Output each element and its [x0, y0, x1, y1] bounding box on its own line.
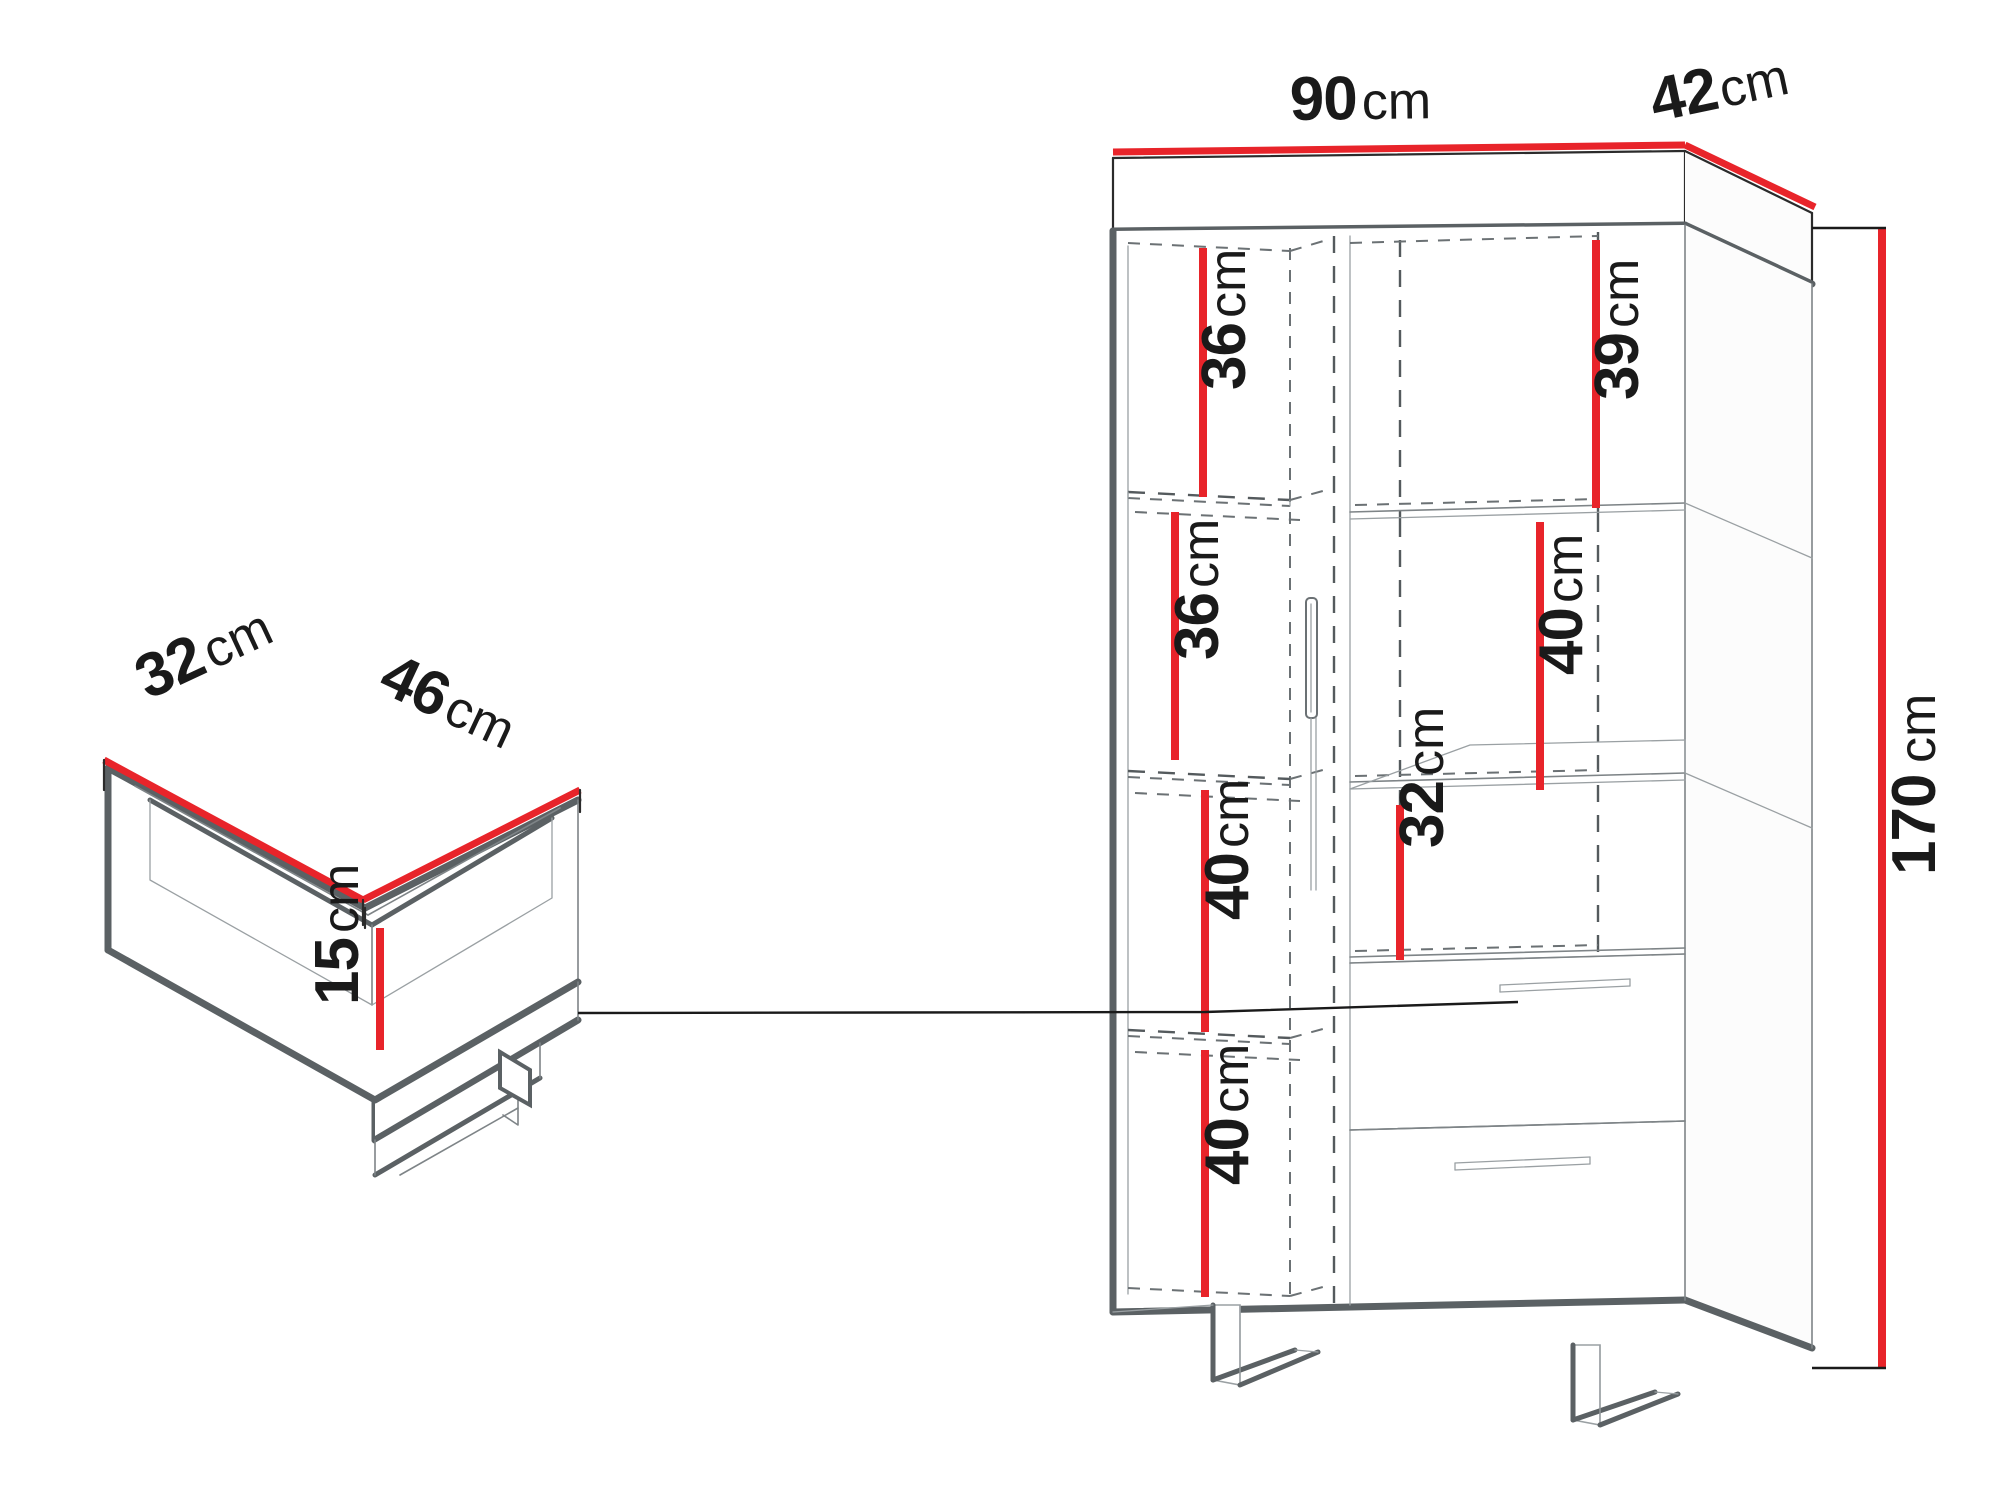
- label-right-2-unit: cm: [1397, 707, 1455, 776]
- label-right-0-unit: cm: [1592, 259, 1650, 328]
- drawer-well-floor-left: [149, 799, 373, 1006]
- cabinet-inner-measure-bars-left: [1171, 248, 1209, 1297]
- dim-rule-drawer-depth-32: [102, 756, 365, 904]
- label-drawer-height-unit: cm: [312, 864, 370, 933]
- label-cabinet-height: 170 cm: [1880, 694, 1949, 875]
- cabinet-drawer-front-lower[interactable]: [1349, 1120, 1686, 1171]
- label-cabinet-depth-value: 42: [1644, 54, 1724, 135]
- label-right-2-value: 32: [1388, 781, 1457, 848]
- drawer-right-outer-face: [375, 800, 578, 1100]
- drawer-rim-right-inner: [367, 807, 561, 916]
- label-right-1-value: 40: [1527, 608, 1596, 675]
- label-left-3-value: 40: [1193, 1118, 1262, 1185]
- drawer-runner-line: [399, 1107, 519, 1176]
- label-cabinet-width: 90 cm: [1289, 64, 1431, 134]
- dim-rule-drawer-width-46: [361, 786, 582, 904]
- left-shelf-3: [1127, 1028, 1301, 1061]
- cabinet-dimension-lines: [1112, 141, 1886, 1370]
- label-right-compartment-2: 32 cm: [1388, 707, 1457, 848]
- label-left-compartment-0: 36 cm: [1190, 249, 1259, 390]
- drawer-dimension-lines: [102, 756, 582, 1050]
- label-cabinet-depth-unit: cm: [1714, 48, 1794, 119]
- label-right-compartment-1: 40 cm: [1527, 534, 1596, 675]
- drawer-rim-left-outer: [104, 764, 369, 912]
- label-cabinet-height-value: 170: [1880, 775, 1949, 875]
- cabinet-illustration: [1109, 149, 1816, 1428]
- label-cabinet-height-unit: cm: [1889, 694, 1947, 763]
- label-left-1-unit: cm: [1172, 519, 1230, 588]
- left-shelf-0-back: [1127, 242, 1291, 252]
- cabinet-bottom-outline: [1109, 1296, 1689, 1316]
- cabinet-right-side-face: [1685, 225, 1812, 1348]
- drawer-detail-illustration: [104, 764, 582, 1178]
- label-left-0-unit: cm: [1199, 249, 1257, 318]
- cabinet-top-board-side-face: [1685, 151, 1812, 284]
- cabinet-top-board-top-edge: [1111, 149, 1687, 160]
- left-bay-tick-2: [1289, 767, 1331, 780]
- drawer-rim-left-inner: [134, 785, 369, 916]
- label-cabinet-width-value: 90: [1289, 64, 1357, 134]
- label-left-2-value: 40: [1193, 853, 1262, 920]
- label-left-compartment-3: 40 cm: [1193, 1044, 1262, 1185]
- label-left-1-value: 36: [1163, 593, 1232, 660]
- left-bay-tick-0: [1289, 238, 1331, 252]
- cabinet-top-depth-edge: [1683, 149, 1814, 215]
- drawer-well-left-edge: [147, 797, 375, 928]
- callout-leader-line: [577, 1000, 1519, 1015]
- left-shelf-1: [1127, 490, 1301, 521]
- right-shelf-2: [1349, 739, 1813, 829]
- dim-rule-depth-42: [1683, 141, 1817, 211]
- drawer-left-outer-face: [108, 768, 375, 1100]
- left-bay-bottom: [1127, 1287, 1291, 1297]
- label-left-3-unit: cm: [1202, 1044, 1260, 1113]
- cabinet-bottom-right-outline: [1681, 1296, 1816, 1352]
- label-left-compartment-1: 36 cm: [1163, 519, 1232, 660]
- dim-rule-width-90: [1112, 141, 1686, 156]
- left-bay-tick-4: [1289, 1284, 1331, 1297]
- drawer-front-panel: [375, 982, 578, 1140]
- drawer-runner-bracket: [498, 1048, 532, 1109]
- label-drawer-height: 15 cm: [303, 864, 372, 1005]
- left-bay-tick-1: [1289, 488, 1331, 501]
- drawer-well-right-edge: [369, 815, 555, 928]
- cabinet-top-board-face: [1113, 151, 1685, 231]
- label-cabinet-depth: 42 cm: [1644, 48, 1794, 136]
- label-right-compartment-0: 39 cm: [1583, 259, 1652, 400]
- cabinet-foot-left: [1210, 1302, 1321, 1388]
- label-left-compartment-2: 40 cm: [1193, 779, 1262, 920]
- cabinet-foot-right: [1570, 1342, 1681, 1428]
- right-shelf-1: [1349, 498, 1813, 559]
- drawer-well-floor-right: [371, 817, 553, 1006]
- drawer-front-top-edge: [371, 978, 582, 1104]
- label-drawer-height-value: 15: [303, 938, 372, 1005]
- label-left-2-unit: cm: [1202, 779, 1260, 848]
- right-upper-top-back: [1349, 235, 1599, 244]
- cabinet-plinth-left: [1112, 1304, 1214, 1313]
- label-right-1-unit: cm: [1536, 534, 1594, 603]
- label-right-0-value: 39: [1583, 333, 1652, 400]
- drawer-outer-bottom-left: [104, 946, 379, 1104]
- left-bay-tick-3: [1289, 1026, 1331, 1039]
- left-shelf-2: [1127, 769, 1301, 802]
- cabinet-door-handle[interactable]: [1305, 597, 1318, 891]
- label-cabinet-width-unit: cm: [1361, 72, 1431, 131]
- label-left-0-value: 36: [1190, 323, 1259, 390]
- cabinet-inner-measure-bars-right: [1396, 240, 1600, 960]
